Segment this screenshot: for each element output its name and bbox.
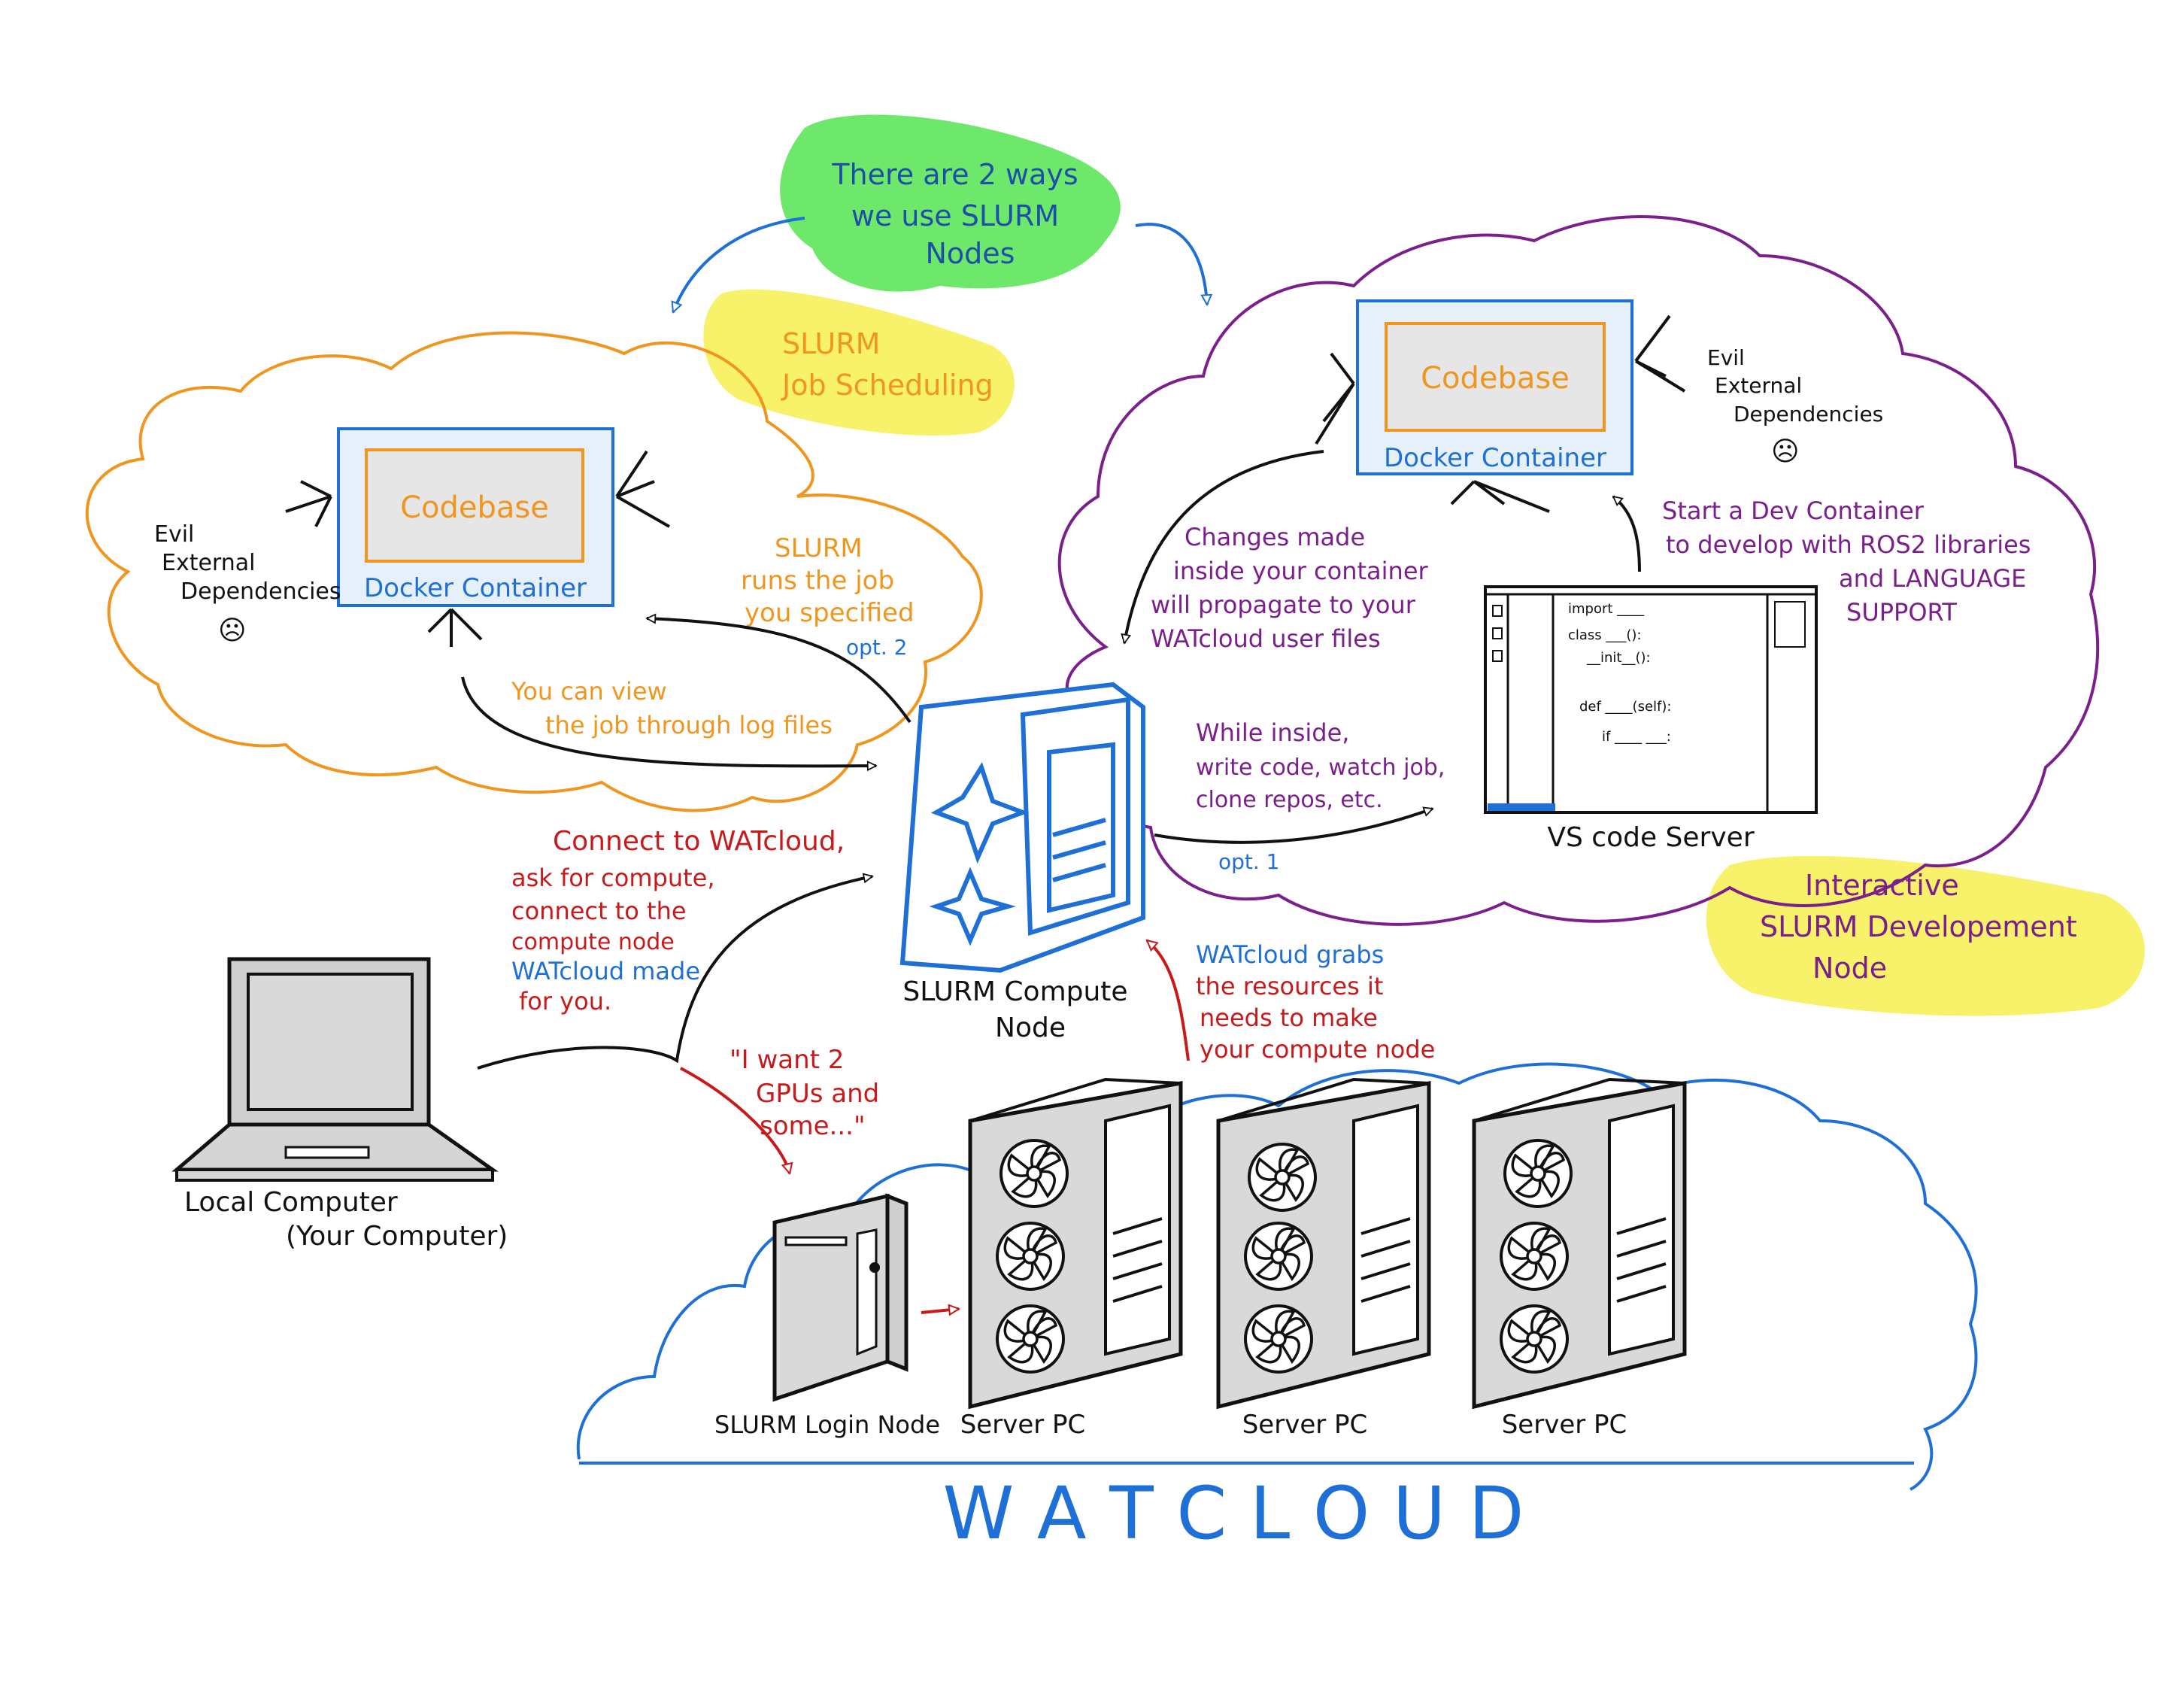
arrow-changes bbox=[1124, 450, 1324, 643]
gpu-quote-line3: some..." bbox=[760, 1111, 866, 1141]
arrow-grabs bbox=[1147, 939, 1190, 1061]
start-line3: and LANGUAGE bbox=[1839, 564, 2026, 593]
deps-left-3: Dependencies bbox=[180, 578, 341, 605]
arrow-to-login-node bbox=[680, 1067, 790, 1173]
arrow-to-interactive bbox=[1135, 223, 1207, 305]
interactive-title-3: Node bbox=[1812, 952, 1887, 985]
frown-left-icon: ☹ bbox=[218, 615, 247, 646]
docker-label-left: Docker Container bbox=[364, 573, 587, 603]
connect-line2: ask for compute, bbox=[511, 864, 715, 892]
yellow-highlight-interactive bbox=[1706, 855, 2145, 1016]
grabs-line1: WATcloud grabs bbox=[1196, 940, 1384, 969]
codebase-label-left: Codebase bbox=[400, 490, 549, 525]
start-line4: SUPPORT bbox=[1846, 598, 1957, 627]
arrow-vscode-to-container bbox=[1613, 495, 1641, 572]
server2-label: Server PC bbox=[1242, 1410, 1368, 1440]
runs-line3: you specified bbox=[745, 598, 915, 628]
gpu-quote-line1: "I want 2 bbox=[730, 1045, 844, 1075]
slurm-compute-node bbox=[899, 682, 1145, 973]
server3-label: Server PC bbox=[1502, 1410, 1627, 1440]
changes-line3: will propagate to your bbox=[1151, 590, 1416, 619]
runs-line1: SLURM bbox=[775, 533, 863, 563]
compute-node-label-2: Node bbox=[995, 1012, 1066, 1043]
cloud-watcloud bbox=[576, 1062, 1978, 1491]
while-line3: clone repos, etc. bbox=[1196, 787, 1383, 813]
arrow-node-to-vscode bbox=[1154, 809, 1433, 844]
while-line2: write code, watch job, bbox=[1196, 754, 1445, 781]
changes-line1: Changes made bbox=[1185, 523, 1365, 551]
local-computer-label-1: Local Computer bbox=[184, 1187, 398, 1218]
changes-line2: inside your container bbox=[1173, 557, 1429, 585]
runs-line2: runs the job bbox=[741, 566, 894, 596]
code-line-1: import ____ bbox=[1568, 601, 1645, 617]
deps-left-1: Evil bbox=[154, 521, 194, 548]
code-line-4: def ____(self): bbox=[1579, 699, 1671, 715]
opt1-label: opt. 1 bbox=[1218, 849, 1280, 874]
vscode-window bbox=[1484, 585, 1818, 814]
connect-line6: for you. bbox=[519, 987, 611, 1016]
login-node-icon bbox=[772, 1193, 908, 1402]
grabs-line4: your compute node bbox=[1200, 1035, 1435, 1064]
dependency-spikes-right bbox=[1315, 314, 1686, 513]
laptop-icon bbox=[171, 957, 499, 1182]
changes-line4: WATcloud user files bbox=[1151, 624, 1381, 653]
arrow-laptop-to-node bbox=[477, 876, 872, 1070]
codebase-label-right: Codebase bbox=[1421, 361, 1570, 396]
gpu-quote-line2: GPUs and bbox=[756, 1079, 879, 1109]
cloud-interactive bbox=[1057, 215, 2100, 926]
deps-right-1: Evil bbox=[1707, 345, 1745, 370]
connect-line5: WATcloud made bbox=[511, 957, 700, 985]
code-line-3: __init__(): bbox=[1586, 650, 1651, 666]
arrow-logs bbox=[461, 676, 876, 766]
deps-right-3: Dependencies bbox=[1734, 402, 1883, 427]
local-computer-label-2: (Your Computer) bbox=[286, 1221, 508, 1252]
top-note-line1: There are 2 ways bbox=[831, 158, 1078, 191]
code-line-5: if ____ ___: bbox=[1602, 729, 1671, 745]
start-line1: Start a Dev Container bbox=[1662, 496, 1925, 525]
top-note-line3: Nodes bbox=[926, 237, 1015, 270]
server1-label: Server PC bbox=[960, 1410, 1086, 1440]
logs-line1: You can view bbox=[511, 677, 667, 706]
arrow-login-to-server bbox=[921, 1309, 959, 1313]
docker-label-right: Docker Container bbox=[1384, 443, 1606, 473]
deps-left-2: External bbox=[162, 550, 255, 576]
codebase-box-right bbox=[1385, 322, 1606, 432]
opt2-label: opt. 2 bbox=[846, 635, 908, 660]
interactive-title-2: SLURM Developement bbox=[1760, 910, 2077, 943]
vscode-label: VS code Server bbox=[1547, 822, 1754, 853]
connect-line1: Connect to WATcloud, bbox=[553, 826, 845, 857]
codebase-box-left bbox=[365, 448, 584, 563]
cloud-job-scheduling bbox=[85, 331, 983, 812]
server-pc-3 bbox=[1472, 1077, 1687, 1410]
dependency-spikes-left bbox=[285, 450, 670, 647]
grabs-line2: the resources it bbox=[1196, 972, 1383, 1000]
top-note-line2: we use SLURM bbox=[851, 199, 1059, 232]
compute-node-label-1: SLURM Compute bbox=[902, 976, 1127, 1007]
connect-line4: compute node bbox=[511, 929, 675, 955]
frown-right-icon: ☹ bbox=[1771, 436, 1800, 467]
login-node-label: SLURM Login Node bbox=[714, 1410, 940, 1439]
watcloud-title: W A T C L O U D bbox=[942, 1471, 1524, 1556]
green-highlight bbox=[780, 114, 1121, 292]
server-pc-2 bbox=[1216, 1077, 1431, 1410]
start-line2: to develop with ROS2 libraries bbox=[1666, 530, 2031, 559]
server-pc-1 bbox=[968, 1077, 1183, 1410]
yellow-highlight-scheduling bbox=[703, 289, 1015, 436]
connect-line3: connect to the bbox=[511, 897, 687, 925]
interactive-title-1: Interactive bbox=[1805, 869, 1959, 902]
while-line1: While inside, bbox=[1196, 718, 1349, 747]
logs-line2: the job through log files bbox=[545, 711, 833, 739]
job-scheduling-title-2: Job Scheduling bbox=[781, 369, 993, 402]
grabs-line3: needs to make bbox=[1200, 1003, 1378, 1032]
arrow-to-job-scheduling bbox=[673, 217, 805, 312]
deps-right-2: External bbox=[1715, 373, 1802, 398]
arrow-node-to-container bbox=[647, 618, 912, 724]
code-line-2: class ___(): bbox=[1568, 627, 1642, 643]
job-scheduling-title-1: SLURM bbox=[782, 327, 880, 360]
